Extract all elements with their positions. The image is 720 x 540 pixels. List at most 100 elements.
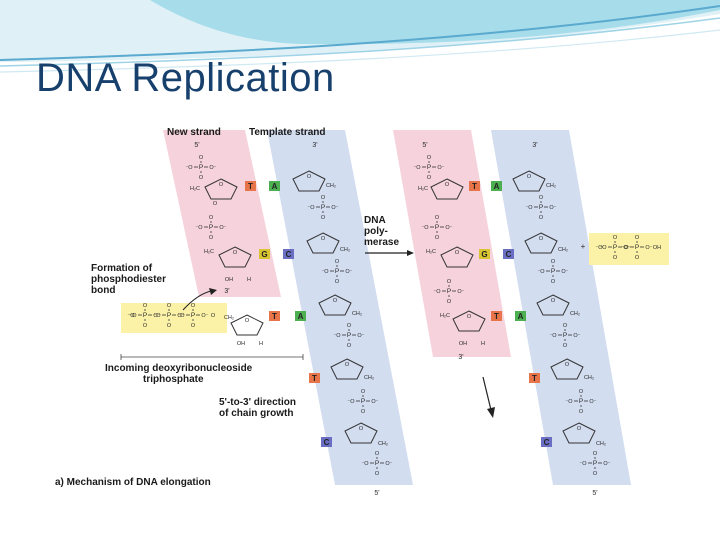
ring-oxygen: O — [539, 236, 544, 242]
template-base-3 — [515, 311, 526, 321]
ch2-group: CH₂ — [340, 247, 350, 253]
phosphate-oxygen: O⁻ — [385, 461, 392, 467]
template-sugar-1 — [292, 170, 326, 192]
phosphate-oxygen: ⁻O — [333, 333, 341, 339]
base-letter: T — [272, 312, 277, 321]
new-base-3 — [491, 311, 502, 321]
growth-direction-arrow — [482, 376, 495, 418]
phosphate-oxygen: O — [579, 389, 584, 395]
phosphate-oxygen: O — [435, 235, 440, 241]
phosphate-oxygen: O⁻ — [645, 245, 652, 251]
ring-oxygen: O — [467, 314, 472, 320]
phosphate-oxygen: O⁻ — [623, 245, 630, 251]
phosphate-oxygen: O — [579, 409, 584, 415]
new-base-2 — [259, 249, 270, 259]
pyrophosphate-p2: P — [635, 244, 639, 251]
phosphate-oxygen: O — [143, 303, 148, 309]
enzyme-label-line2: poly- — [364, 226, 388, 237]
base-letter: A — [518, 312, 524, 321]
phosphate-oxygen: ⁻O — [537, 269, 545, 275]
base-letter: G — [481, 250, 487, 259]
ch2-group: CH₂ — [570, 311, 580, 317]
phosphate-oxygen: O — [635, 235, 640, 241]
phosphate-oxygen: O — [335, 259, 340, 265]
phosphate-oxygen: O — [335, 279, 340, 285]
base-letter: T — [312, 374, 317, 383]
beta-phosphate: P — [167, 312, 171, 319]
pyrophosphate-p1: P — [613, 244, 617, 251]
base-letter: C — [544, 438, 550, 447]
five-prime-end-new: 5' — [422, 142, 427, 149]
phosphate-oxygen: O — [361, 409, 366, 415]
phosphate-oxygen: O — [613, 255, 618, 261]
phosphate-oxygen: ⁻O — [595, 245, 603, 251]
ch2-group: CH₂ — [546, 183, 556, 189]
new-base-2 — [479, 249, 490, 259]
new-sugar-3 — [452, 310, 486, 332]
template-base-4 — [529, 373, 540, 383]
five-prime-end-template: 5' — [374, 490, 379, 497]
new-sugar-2 — [218, 246, 252, 268]
template-sugar-4 — [550, 358, 584, 380]
phosphate-oxygen: O — [539, 215, 544, 221]
phosphate-oxygen: O⁻ — [561, 269, 568, 275]
template-phosphate: P — [579, 398, 583, 405]
phosphate-oxygen: O⁻ — [177, 313, 184, 319]
h2c-group: H₂C — [418, 186, 428, 192]
phosphate-oxygen: ⁻O — [599, 245, 607, 251]
alpha-phosphate: P — [191, 312, 195, 319]
phosphate-oxygen: O — [563, 343, 568, 349]
new-sugar-1 — [204, 178, 238, 200]
reaction-arrow — [365, 250, 414, 256]
template-phosphate: P — [335, 268, 339, 275]
template-sugar-3 — [536, 294, 570, 316]
base-letter: C — [286, 250, 292, 259]
ch2-group: CH₂ — [378, 441, 388, 447]
ring-oxygen: O — [551, 298, 556, 304]
phosphate-oxygen: O — [167, 303, 172, 309]
phosphate-oxygen: O⁻ — [457, 289, 464, 295]
ring-oxygen: O — [445, 182, 450, 188]
bridge-oxygen: O — [211, 313, 216, 319]
phosphate-oxygen: O — [427, 155, 432, 161]
phosphate-oxygen: O⁻ — [437, 165, 444, 171]
phosphate-oxygen: ⁻O — [307, 205, 315, 211]
template-sugar-1 — [512, 170, 546, 192]
formation-label-line2: phosphodiester — [91, 274, 166, 285]
phosphate-oxygen: ⁻O — [433, 289, 441, 295]
base-letter: G — [261, 250, 267, 259]
oh-group: OH — [653, 245, 661, 251]
ring-oxygen: O — [577, 426, 582, 432]
h-atom: H — [259, 341, 263, 347]
new-sugar-2 — [440, 246, 474, 268]
ring-oxygen: O — [219, 182, 224, 188]
ch2-group: CH₂ — [326, 183, 336, 189]
ch2-group: CH₂ — [596, 441, 606, 447]
phosphate-oxygen: O — [199, 175, 204, 181]
formation-label-line3: bond — [91, 285, 115, 296]
phosphate-oxygen: O — [191, 323, 196, 329]
phosphate-oxygen: O⁻ — [445, 225, 452, 231]
phosphate-oxygen: ⁻O — [127, 313, 135, 319]
three-prime-end-template: 3' — [312, 142, 317, 149]
direction-label-line1: 5'-to-3' direction — [219, 397, 296, 408]
phosphate-oxygen: ⁻O — [413, 165, 421, 171]
template-phosphate: P — [539, 204, 543, 211]
phosphate-oxygen: ⁻O — [153, 313, 161, 319]
phosphate-oxygen: O⁻ — [219, 225, 226, 231]
phosphate-oxygen: ⁻O — [565, 399, 573, 405]
enzyme-label-line3: merase — [364, 237, 399, 248]
ch2-group: CH₂ — [224, 315, 234, 321]
template-phosphate: P — [321, 204, 325, 211]
template-strand-band-left — [267, 130, 413, 485]
template-sugar-3 — [318, 294, 352, 316]
new-strand-phosphate: P — [447, 288, 451, 295]
base-letter: T — [494, 312, 499, 321]
phosphate-oxygen: O — [375, 451, 380, 457]
phosphate-oxygen: O — [563, 323, 568, 329]
phosphate-oxygen: O⁻ — [357, 333, 364, 339]
bond-arrow — [182, 290, 212, 311]
base-letter: A — [494, 182, 500, 191]
incoming-label-line2: triphosphate — [143, 374, 204, 385]
three-prime-end-new: 3' — [458, 354, 463, 361]
